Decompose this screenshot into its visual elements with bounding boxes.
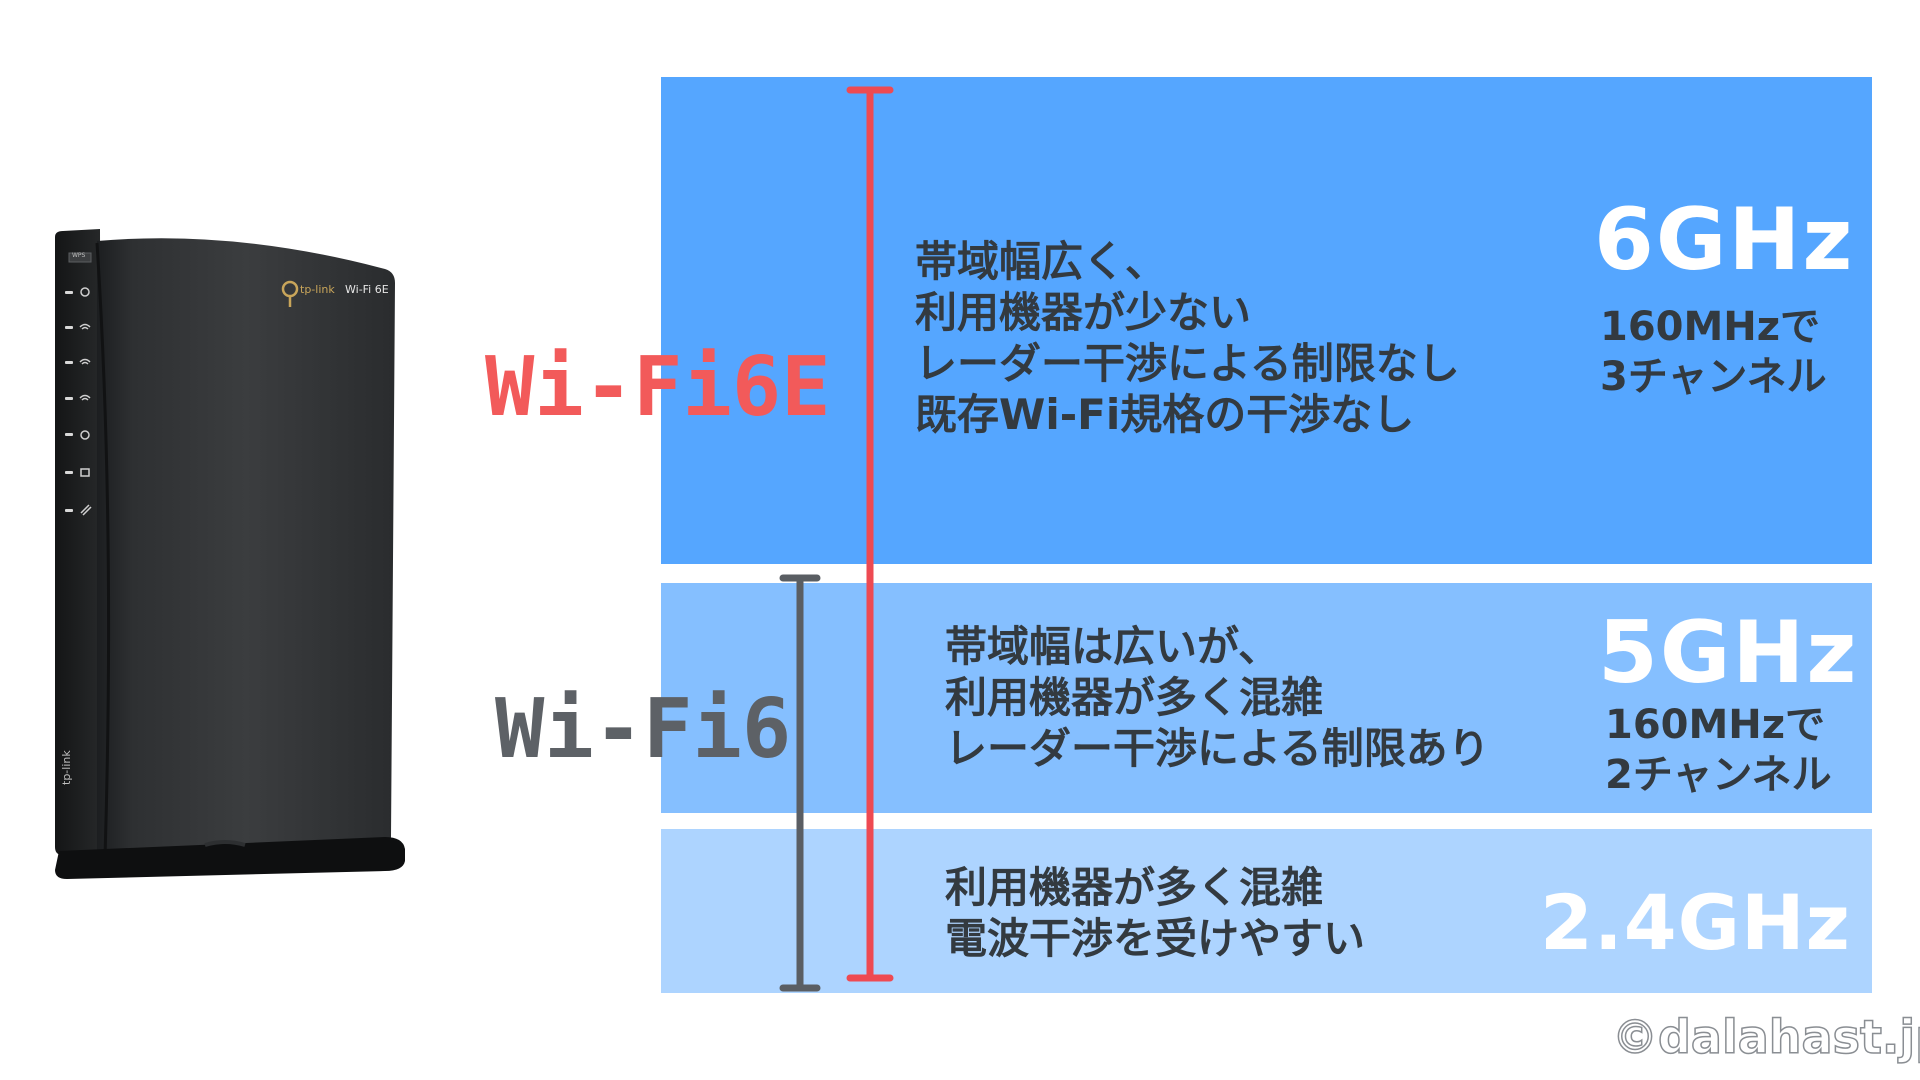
description-line: 電波干渉を受けやすい	[945, 914, 1366, 963]
description-line: 利用機器が少ない	[915, 288, 1252, 337]
description-line: 利用機器が多く混雑	[945, 863, 1324, 912]
wps-icon	[80, 504, 92, 516]
band-2-4ghz-frequency: 2.4GHz	[1540, 878, 1851, 967]
power-icon	[80, 287, 90, 297]
wifi6e-label: Wi-Fi6E	[485, 340, 831, 435]
description-line: 既存Wi-Fi規格の干渉なし	[915, 390, 1415, 439]
router-brand-label: tp-link	[300, 283, 335, 296]
wifi-6g-icon	[79, 394, 91, 401]
tp-link-logo	[281, 280, 299, 307]
wifi-2g-icon	[79, 323, 91, 330]
band-5ghz-frequency: 5GHz	[1598, 603, 1859, 703]
description-line: レーダー干渉による制限あり	[945, 724, 1490, 773]
description-line: 帯域幅広く、	[915, 237, 1168, 286]
copyright-text: ©dalahast.jp	[1611, 1009, 1920, 1065]
router-wps-label: WPS	[72, 252, 86, 259]
band-2-4ghz-description: 利用機器が多く混雑 電波干渉を受けやすい	[945, 862, 1365, 964]
description-line: 利用機器が多く混雑	[945, 673, 1324, 722]
router-image	[55, 229, 405, 879]
band-6ghz	[661, 77, 1872, 564]
band-5ghz-description: 帯域幅は広いが、 利用機器が多く混雑 レーダー干渉による制限あり	[945, 621, 1490, 774]
channel-line: 160MHzで	[1600, 304, 1821, 350]
status-leds	[65, 291, 73, 512]
band-2-4ghz	[661, 829, 1872, 993]
band-5ghz-channels: 160MHzで 2チャンネル	[1605, 700, 1832, 800]
lan-icon	[80, 468, 90, 477]
wifi-5g-icon	[79, 358, 91, 365]
band-6ghz-channels: 160MHzで 3チャンネル	[1600, 302, 1827, 402]
channel-line: 3チャンネル	[1600, 354, 1827, 400]
band-5ghz	[661, 583, 1872, 813]
band-6ghz-frequency: 6GHz	[1594, 190, 1855, 290]
band-6ghz-description: 帯域幅広く、 利用機器が少ない レーダー干渉による制限なし 既存Wi-Fi規格の…	[915, 236, 1460, 440]
internet-icon	[80, 430, 90, 440]
router-side-brand: tp-link	[60, 750, 73, 785]
channel-line: 2チャンネル	[1605, 752, 1832, 798]
description-line: 帯域幅は広いが、	[945, 622, 1281, 671]
channel-line: 160MHzで	[1605, 702, 1826, 748]
router-badge-label: Wi-Fi 6E	[345, 283, 389, 296]
wifi6-label: Wi-Fi6	[495, 682, 792, 777]
description-line: レーダー干渉による制限なし	[915, 339, 1460, 388]
